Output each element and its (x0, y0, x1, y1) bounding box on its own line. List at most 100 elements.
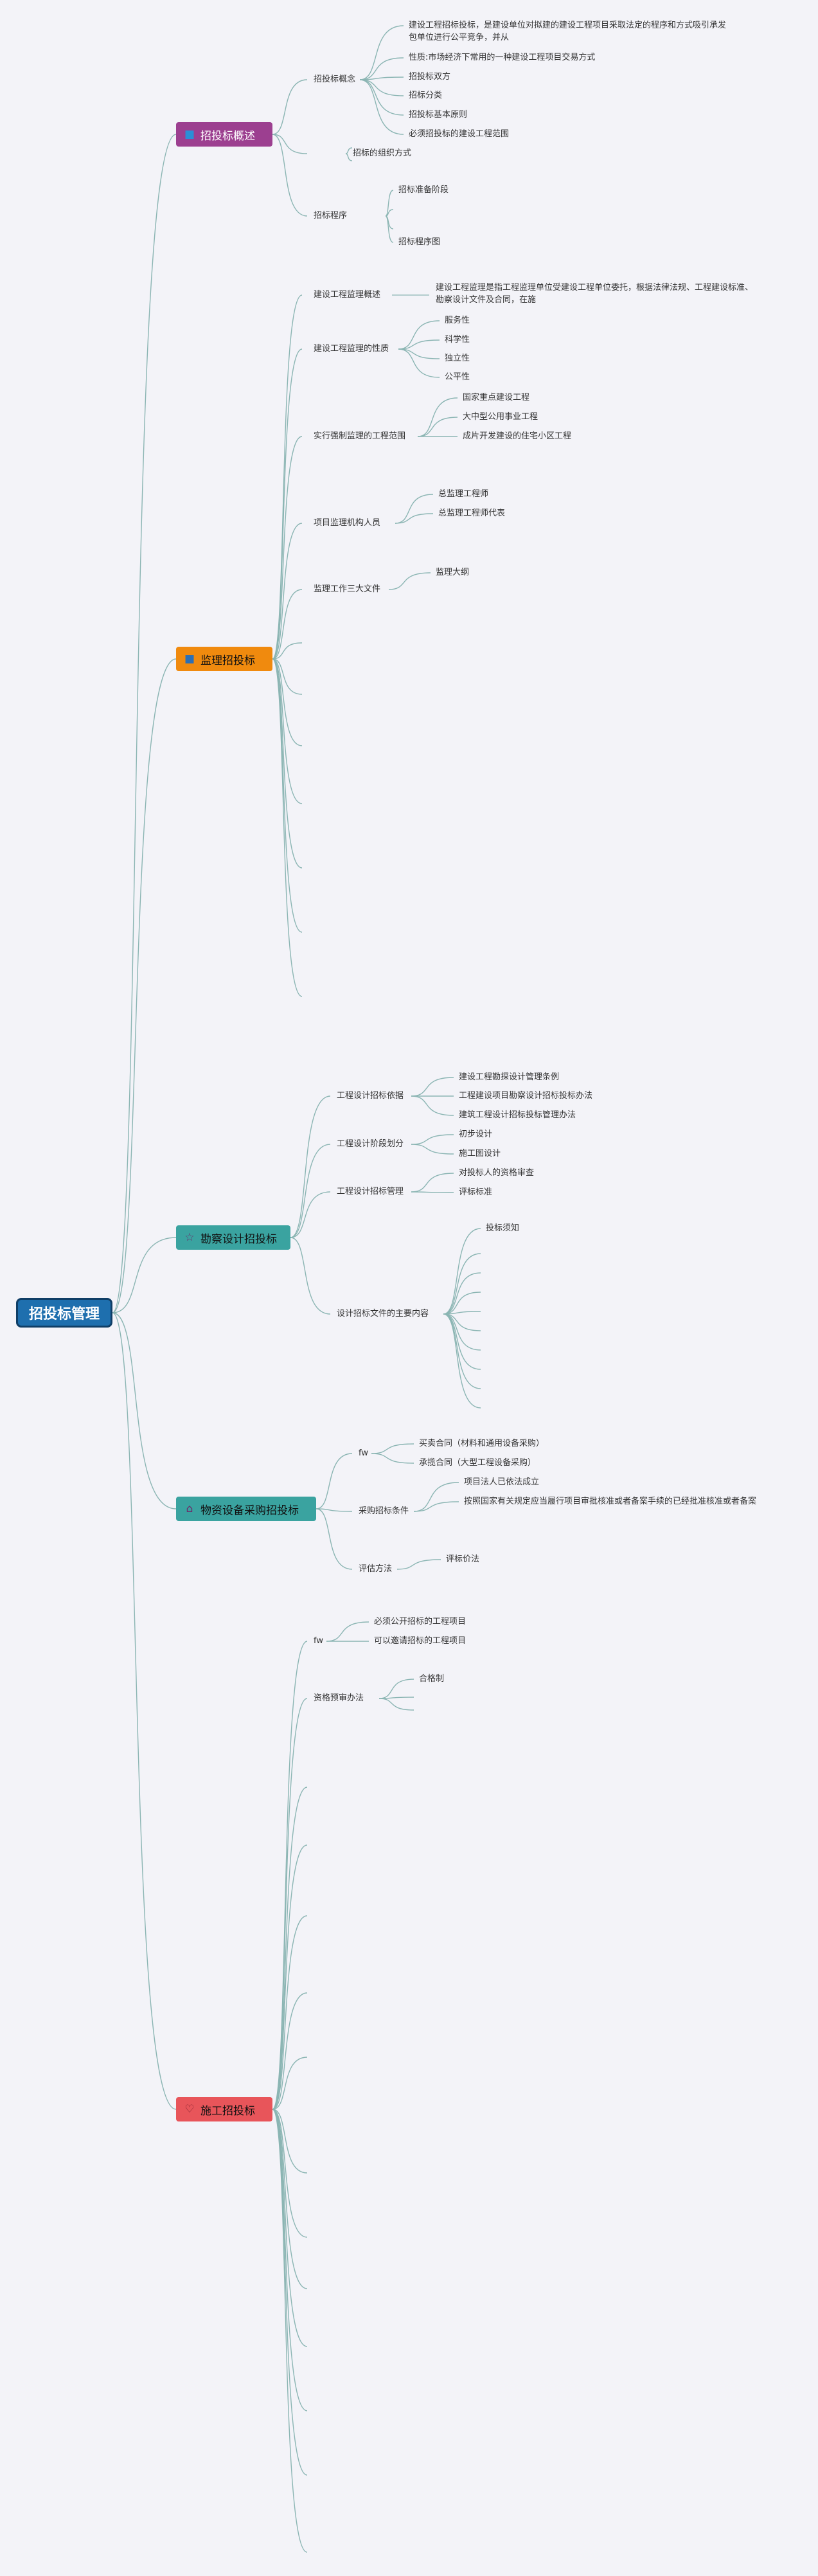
leaf-item[interactable]: 大中型公用事业工程 (463, 412, 538, 422)
leaf-item[interactable]: 投标须知 (486, 1223, 520, 1233)
leaf-item[interactable]: 必须招投标的建设工程范围 (409, 129, 510, 139)
leaf-item[interactable]: 总监理工程师代表 (438, 509, 506, 518)
branch-survey-design[interactable]: ☆ 勘察设计招投标 (176, 1225, 290, 1250)
connector-line (290, 1191, 331, 1238)
leaf-item[interactable]: 承揽合同（大型工程设备采购） (419, 1458, 537, 1468)
connector-line (272, 658, 303, 804)
root-topic[interactable]: 招投标管理 (16, 1298, 112, 1328)
leaf-item[interactable]: 合格制 (419, 1674, 445, 1684)
leaf-item[interactable]: 成片开发建设的住宅小区工程 (463, 431, 572, 441)
connector-line (112, 1312, 177, 2110)
connector-line (316, 1508, 353, 1512)
connector-line (272, 658, 303, 997)
sub-topic[interactable]: 监理工作三大文件 (314, 584, 381, 594)
leaf-item[interactable]: 买卖合同（材料和通用设备采购） (419, 1439, 545, 1448)
sub-topic[interactable]: 项目监理机构人员 (314, 518, 381, 528)
connector-line (411, 1077, 454, 1097)
connector-line (385, 215, 394, 243)
connector-line (388, 572, 431, 590)
connector-line (112, 134, 177, 1313)
leaf-item[interactable]: 项目法人已依法成立 (464, 1477, 540, 1487)
leaf-item[interactable]: 招标程序图 (398, 237, 441, 247)
sub-topic[interactable]: 招标的组织方式 (353, 149, 412, 158)
connector-line (290, 1144, 331, 1238)
branch-label: 物资设备采购招投标 (200, 1504, 299, 1517)
connector-line (345, 153, 353, 161)
connector-line (290, 1095, 331, 1238)
leaf-item[interactable]: 对投标人的资格审查 (459, 1168, 535, 1178)
sub-topic[interactable]: 工程设计招标管理 (337, 1187, 404, 1196)
branch-overview[interactable]: ■ 招投标概述 (176, 122, 272, 147)
connector-line (272, 523, 303, 660)
connector-line (359, 25, 404, 80)
connector-line (272, 134, 308, 217)
leaf-item[interactable]: 评标标准 (459, 1187, 493, 1197)
leaf-item[interactable]: 建设工程监理是指工程监理单位受建设工程单位委托，根据法律法规、工程建设标准、勘察… (436, 283, 754, 305)
leaf-item[interactable]: 建设工程招标投标，是建设单位对拟建的建设工程项目采取法定的程序和方式吸引承发包单… (409, 21, 727, 42)
connector-line (411, 1173, 454, 1193)
branch-procurement[interactable]: ⌂ 物资设备采购招投标 (176, 1497, 316, 1521)
sub-topic[interactable]: fw (314, 1636, 323, 1646)
leaf-item[interactable]: 性质:市场经济下常用的一种建设工程项目交易方式 (409, 53, 596, 62)
sub-topic[interactable]: 设计招标文件的主要内容 (337, 1309, 429, 1319)
connector-line (112, 1237, 177, 1313)
leaf-item[interactable]: 独立性 (445, 354, 470, 363)
connector-line (272, 1787, 308, 2110)
leaf-item[interactable]: 可以邀请招标的工程项目 (374, 1636, 467, 1646)
leaf-item[interactable]: 服务性 (445, 316, 470, 325)
leaf-item[interactable]: 总监理工程师 (438, 489, 489, 499)
connector-line (272, 642, 303, 660)
sub-topic[interactable]: 资格预审办法 (314, 1693, 364, 1703)
leaf-item[interactable]: 建设工程勘探设计管理条例 (459, 1072, 560, 1082)
connector-line (398, 320, 440, 350)
connector-line (272, 2109, 308, 2553)
leaf-item[interactable]: 公平性 (445, 372, 470, 382)
sub-topic[interactable]: fw (359, 1448, 368, 1458)
leaf-item[interactable]: 国家重点建设工程 (463, 393, 530, 402)
connector-line (272, 589, 303, 660)
sub-topic[interactable]: 招标程序 (314, 211, 348, 221)
leaf-item[interactable]: 监理大纲 (436, 568, 470, 577)
connector-line (443, 1272, 481, 1315)
sub-topic[interactable]: 工程设计招标依据 (337, 1091, 404, 1101)
connector-line (112, 1312, 177, 1509)
leaf-item[interactable]: 施工图设计 (459, 1149, 501, 1158)
sub-topic[interactable]: 招投标概念 (314, 75, 356, 84)
leaf-item[interactable]: 按照国家有关规定应当履行项目审批核准或者备案手续的已经批准核准或者备案 (464, 1497, 757, 1506)
connector-line (272, 2109, 308, 2411)
star-icon: ☆ (184, 1231, 195, 1244)
sub-topic[interactable]: 采购招标条件 (359, 1506, 409, 1516)
sub-topic[interactable]: 建设工程监理的性质 (314, 344, 389, 354)
leaf-item[interactable]: 科学性 (445, 335, 470, 345)
sub-topic[interactable]: 工程设计阶段划分 (337, 1139, 404, 1149)
branch-label: 监理招投标 (200, 654, 255, 667)
connector-line (378, 1679, 414, 1699)
connector-line (413, 1482, 459, 1512)
connector-line (272, 658, 303, 746)
branch-supervision[interactable]: ■ 监理招投标 (176, 647, 272, 671)
flag-icon: ■ (184, 128, 195, 141)
sub-topic[interactable]: 实行强制监理的工程范围 (314, 431, 406, 441)
leaf-item[interactable]: 初步设计 (459, 1130, 493, 1139)
connector-line (272, 1698, 308, 2110)
connector-line (395, 513, 434, 524)
leaf-item[interactable]: 工程建设项目勘察设计招标投标办法 (459, 1091, 593, 1101)
connector-line (112, 658, 177, 1313)
connector-line (411, 1191, 454, 1193)
connector-line (359, 79, 404, 116)
leaf-item[interactable]: 建筑工程设计招标投标管理办法 (459, 1110, 576, 1120)
leaf-item[interactable]: 招标分类 (409, 91, 443, 100)
leaf-item[interactable]: 招投标基本原则 (409, 110, 468, 120)
leaf-item[interactable]: 招投标双方 (409, 72, 451, 82)
sub-topic[interactable]: 评估方法 (359, 1564, 393, 1574)
connector-line (411, 1095, 454, 1116)
connector-line (345, 147, 353, 154)
leaf-item[interactable]: 必须公开招标的工程项目 (374, 1617, 467, 1626)
branch-construction[interactable]: ♡ 施工招投标 (176, 2097, 272, 2121)
connector-line (290, 1237, 331, 1315)
leaf-item[interactable]: 评标价法 (446, 1554, 480, 1564)
connector-line (443, 1313, 481, 1409)
sub-topic[interactable]: 建设工程监理概述 (314, 290, 381, 300)
leaf-item[interactable]: 招标准备阶段 (398, 185, 449, 195)
